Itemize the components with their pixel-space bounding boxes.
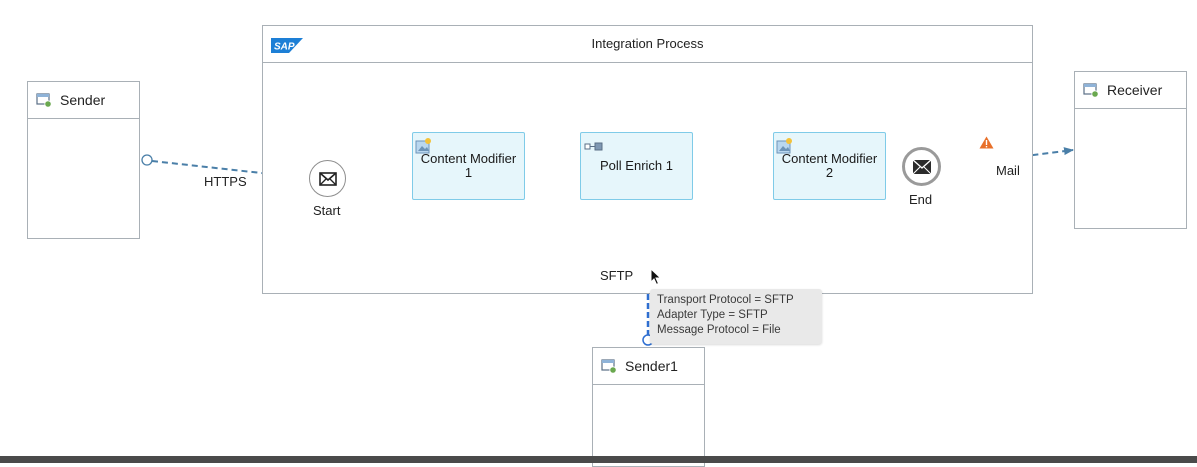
content-modifier-1-label: Content Modifier 1 [420,151,517,180]
start-label: Start [313,203,341,218]
poll-enrich-icon [584,142,603,151]
envelope-icon [318,171,337,186]
mouse-cursor-icon [650,268,662,286]
poll-enrich-1-label: Poll Enrich 1 [600,158,673,173]
https-message-flow[interactable] [141,154,308,181]
sender1-participant[interactable]: Sender1 [592,347,705,467]
svg-text:SAP: SAP [274,42,295,53]
receiver-header: Receiver [1075,72,1186,109]
participant-icon [36,93,52,108]
tooltip-message-protocol: Message Protocol = File [657,324,781,336]
tooltip-transport-protocol: Transport Protocol = SFTP [657,294,794,306]
sap-logo: SAP [271,38,303,53]
warning-icon[interactable] [979,136,994,149]
receiver-participant[interactable]: Receiver [1074,71,1187,229]
tooltip-adapter-type: Adapter Type = SFTP [657,309,768,321]
https-label: HTTPS [204,174,247,189]
sender1-header: Sender1 [593,348,704,385]
sftp-label: SFTP [600,268,634,283]
receiver-label: Receiver [1107,82,1163,98]
content-modifier-2-step[interactable]: Content Modifier 2 [773,132,886,200]
content-modifier-icon [415,138,431,154]
sender-participant[interactable]: Sender [27,81,140,239]
end-event[interactable] [902,147,941,186]
bottom-bar [0,456,1197,463]
end-label: End [909,192,933,207]
sender-header: Sender [28,82,139,119]
content-modifier-1-step[interactable]: Content Modifier 1 [412,132,525,200]
sender1-label: Sender1 [625,358,678,374]
content-modifier-2-label: Content Modifier 2 [781,151,878,180]
mail-label: Mail [996,163,1020,178]
content-modifier-icon [776,138,792,154]
pool-title: Integration Process [591,36,704,51]
participant-icon [601,359,617,374]
start-event[interactable] [309,160,346,197]
sender-label: Sender [60,92,106,108]
envelope-icon [912,159,931,174]
poll-enrich-1-step[interactable]: Poll Enrich 1 [580,132,693,200]
sftp-tooltip: Transport Protocol = SFTP Adapter Type =… [650,289,822,344]
pool-header: SAP Integration Process [263,26,1032,63]
participant-icon [1083,83,1099,98]
